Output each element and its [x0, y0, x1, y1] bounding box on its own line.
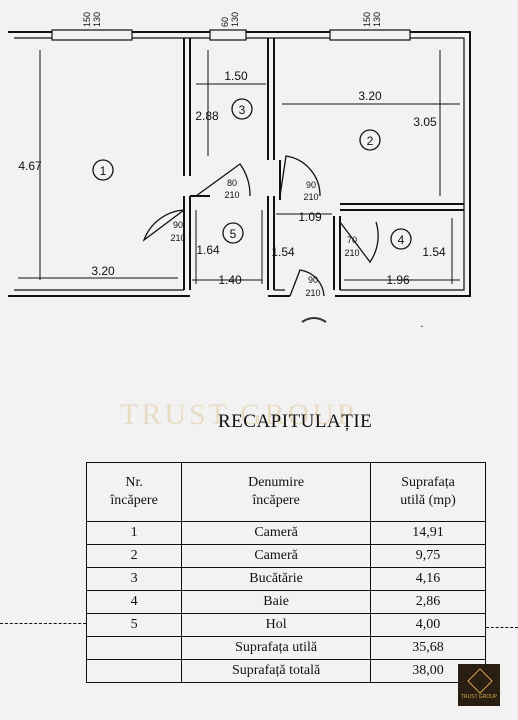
- door-2-h: 210: [303, 192, 318, 202]
- total-row: Suprafața utilă 35,68: [85, 636, 487, 660]
- window-1-label: 150: [82, 12, 92, 27]
- room-4-marker: [390, 228, 412, 250]
- wall-hall-right: [267, 196, 275, 290]
- stray-mark: ·: [420, 319, 424, 330]
- row-name: Bucătărie: [181, 567, 371, 591]
- table-row: 2 Cameră 9,75: [85, 544, 487, 568]
- dim-320b: 3.20: [358, 89, 382, 103]
- dim-154a: 1.54: [271, 245, 295, 259]
- door-5-h: 210: [305, 288, 320, 298]
- row-name: Hol: [181, 613, 371, 637]
- door-room1: [142, 209, 185, 242]
- logo-icon: [467, 668, 493, 694]
- door-4-w: 70: [347, 235, 357, 245]
- dim-140: 1.40: [218, 273, 242, 287]
- room-5-marker: [222, 222, 244, 244]
- window-3-label-h: 130: [372, 12, 382, 27]
- room-2-number: 2: [367, 134, 374, 148]
- door-1-w: 80: [227, 178, 237, 188]
- dim-164: 1.64: [196, 243, 220, 257]
- dim-196: 1.96: [386, 273, 410, 287]
- room-1-number: 1: [100, 164, 107, 178]
- table-row: 3 Bucătărie 4,16: [85, 567, 487, 591]
- wall-bath-left: [333, 216, 341, 290]
- window-3-label: 150: [362, 12, 372, 27]
- room-5-number: 5: [230, 227, 237, 241]
- dim-320a: 3.20: [91, 264, 115, 278]
- window-1: [51, 29, 133, 41]
- door-4-h: 210: [344, 248, 359, 258]
- row-nr: 4: [85, 590, 183, 614]
- room-1-marker: [92, 159, 114, 181]
- watermark: TRUST GROUP: [120, 398, 357, 431]
- wall-kitchen-right: [267, 38, 275, 160]
- door-entrance: [289, 269, 325, 297]
- window-2-label: 60: [220, 17, 230, 27]
- dim-109: 1.09: [298, 210, 322, 224]
- table-row: 5 Hol 4,00: [85, 613, 487, 637]
- table-row: 4 Baie 2,86: [85, 590, 487, 614]
- row-nr: 5: [85, 613, 183, 637]
- dashed-line-right: [486, 627, 518, 628]
- room-4-number: 4: [398, 233, 405, 247]
- room-2-marker: [359, 129, 381, 151]
- door-bath: [339, 221, 379, 264]
- room-3-number: 3: [239, 103, 246, 117]
- door-5-w: 90: [308, 275, 318, 285]
- row-area: 2,86: [369, 590, 487, 614]
- table-title: RECAPITULAȚIE: [218, 411, 373, 432]
- window-1-label-h: 130: [92, 12, 102, 27]
- window-3: [329, 29, 411, 41]
- door-3-w: 90: [173, 220, 183, 230]
- floor-plan: 150 130 60 130 150 130 1 2: [8, 12, 471, 330]
- row-name: Cameră: [181, 544, 371, 568]
- dim-288: 2.88: [195, 109, 219, 123]
- wall-room1-right: [183, 38, 191, 176]
- window-2-label-h: 130: [230, 12, 240, 27]
- total-value: 35,68: [369, 636, 487, 660]
- row-name: Cameră: [181, 521, 371, 545]
- room-3-marker: [231, 98, 253, 120]
- dim-150: 1.50: [224, 69, 248, 83]
- trust-group-logo: TRUST GROUP: [458, 664, 500, 706]
- door-3-h: 210: [170, 233, 185, 243]
- row-name: Baie: [181, 590, 371, 614]
- row-area: 4,16: [369, 567, 487, 591]
- dim-467: 4.67: [18, 159, 42, 173]
- row-nr: 1: [85, 521, 183, 545]
- entrance-mark: [301, 317, 327, 323]
- door-2-w: 90: [306, 180, 316, 190]
- dim-305: 3.05: [413, 115, 437, 129]
- door-room2: [279, 155, 321, 197]
- row-nr: 2: [85, 544, 183, 568]
- logo-text: TRUST GROUP: [460, 694, 498, 700]
- total-row: Suprafață totală 38,00: [85, 659, 487, 683]
- header-nr: Nr.încăpere: [85, 462, 183, 522]
- dim-154b: 1.54: [422, 245, 446, 259]
- row-area: 4,00: [369, 613, 487, 637]
- row-area: 9,75: [369, 544, 487, 568]
- door-1-h: 210: [224, 190, 239, 200]
- door-kitchen: [195, 163, 251, 197]
- row-nr: 3: [85, 567, 183, 591]
- total-label: Suprafață totală: [181, 659, 371, 683]
- wall-room2-bottom: [340, 203, 464, 211]
- row-area: 14,91: [369, 521, 487, 545]
- table-row: 1 Cameră 14,91: [85, 521, 487, 545]
- window-2: [209, 29, 247, 41]
- dashed-line-left: [0, 623, 86, 624]
- total-label: Suprafața utilă: [181, 636, 371, 660]
- wall-room1-right-lower: [183, 196, 191, 290]
